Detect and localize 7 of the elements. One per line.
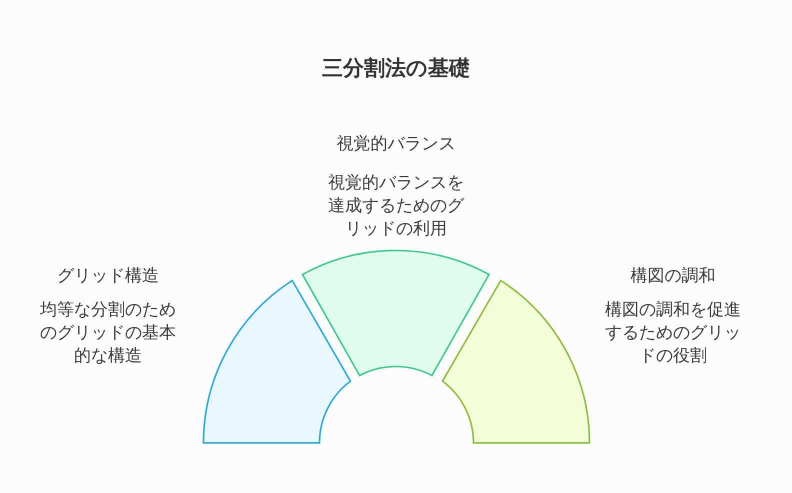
segment-heading: グリッド構造 [57, 265, 159, 287]
segment-description: 均等な分割のためのグリッドの基本的な構造 [38, 299, 177, 368]
segment-heading: 視覚的バランス [336, 133, 456, 155]
segment-description: 構図の調和を促進するためのグリッドの役割 [604, 299, 742, 368]
segment-description: 視覚的バランスを達成するためのグリッドの利用 [326, 172, 466, 241]
title: 三分割法の基礎 [321, 55, 471, 82]
segment-heading: 構図の調和 [630, 265, 716, 287]
